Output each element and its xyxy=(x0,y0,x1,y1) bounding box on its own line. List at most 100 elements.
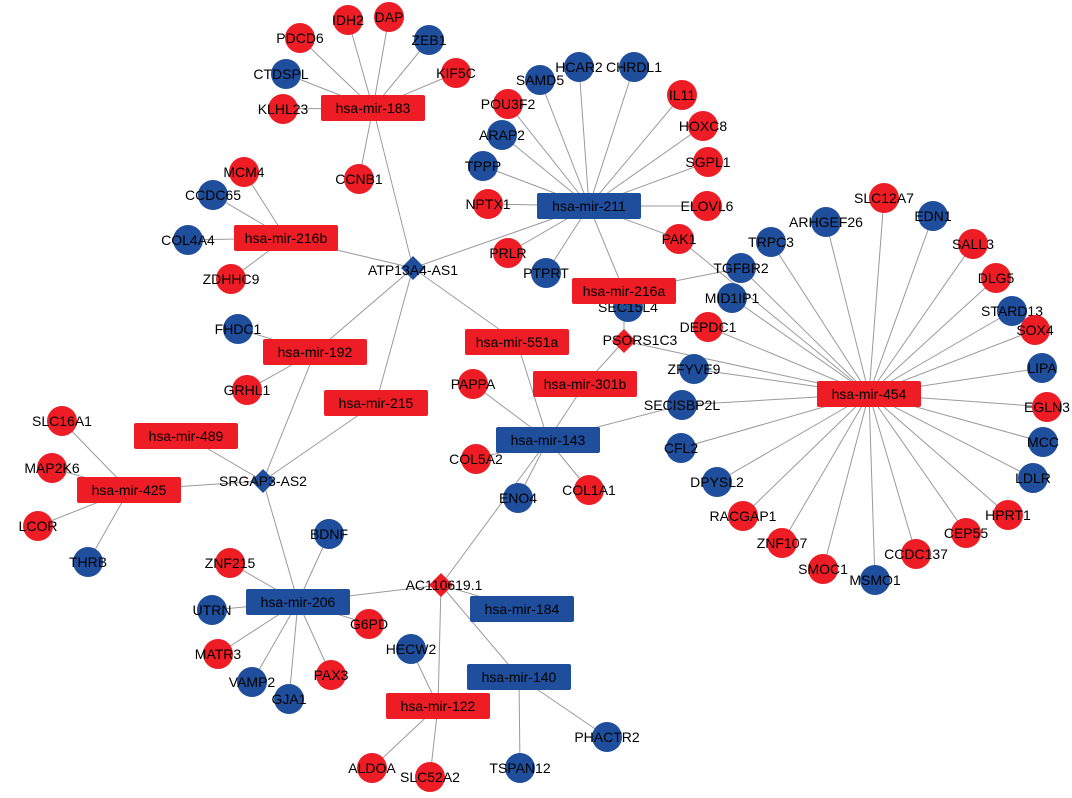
gene-node-elovl6[interactable]: ELOVL6 xyxy=(681,191,734,221)
gene-node-gja1[interactable]: GJA1 xyxy=(271,684,307,714)
mirna-node-hsa-mir-211[interactable]: hsa-mir-211 xyxy=(537,193,641,219)
gene-node-lipa[interactable]: LIPA xyxy=(1027,353,1057,383)
mirna-node-hsa-mir-216a[interactable]: hsa-mir-216a xyxy=(572,278,676,304)
gene-node-secisbp2l[interactable]: SECISBP2L xyxy=(644,390,720,420)
gene-node-slc52a2[interactable]: SLC52A2 xyxy=(400,762,460,792)
gene-node-prlr[interactable]: PRLR xyxy=(489,238,527,268)
gene-node-pak1[interactable]: PAK1 xyxy=(662,224,697,254)
gene-node-hecw2[interactable]: HECW2 xyxy=(386,634,437,664)
gene-node-col5a2[interactable]: COL5A2 xyxy=(449,444,503,474)
gene-node-thrb[interactable]: THRB xyxy=(69,547,107,577)
gene-node-bdnf[interactable]: BDNF xyxy=(310,519,348,549)
gene-node-sox4[interactable]: SOX4 xyxy=(1016,315,1054,345)
gene-node-col4a4[interactable]: COL4A4 xyxy=(161,225,215,255)
gene-node-eno4[interactable]: ENO4 xyxy=(499,483,537,513)
gene-node-chrdl1[interactable]: CHRDL1 xyxy=(606,52,662,82)
gene-node-trpc3[interactable]: TRPC3 xyxy=(748,227,794,257)
gene-node-pax3[interactable]: PAX3 xyxy=(314,660,349,690)
gene-node-slc16a1[interactable]: SLC16A1 xyxy=(32,406,92,436)
gene-node-tgfbr2[interactable]: TGFBR2 xyxy=(713,253,769,283)
gene-node-hoxc8[interactable]: HOXC8 xyxy=(679,111,727,141)
mirna-node-hsa-mir-192[interactable]: hsa-mir-192 xyxy=(263,339,367,365)
gene-node-hprt1[interactable]: HPRT1 xyxy=(985,500,1031,530)
gene-node-matr3[interactable]: MATR3 xyxy=(195,639,242,669)
lncrna-node-ac110619-1[interactable]: AC110619.1 xyxy=(406,573,483,597)
gene-circle xyxy=(525,65,555,95)
gene-node-lcor[interactable]: LCOR xyxy=(19,511,58,541)
gene-node-racgap1[interactable]: RACGAP1 xyxy=(710,501,777,531)
gene-node-mcc[interactable]: MCC xyxy=(1027,427,1059,457)
gene-node-hcar2[interactable]: HCAR2 xyxy=(555,52,603,82)
gene-node-cep55[interactable]: CEP55 xyxy=(944,518,989,548)
gene-node-idh2[interactable]: IDH2 xyxy=(332,5,364,35)
gene-node-utrn[interactable]: UTRN xyxy=(193,595,232,625)
gene-node-col1a1[interactable]: COL1A1 xyxy=(562,475,616,505)
gene-node-zdhhc9[interactable]: ZDHHC9 xyxy=(203,264,260,294)
gene-node-map2k6[interactable]: MAP2K6 xyxy=(24,453,80,483)
gene-node-dlg5[interactable]: DLG5 xyxy=(978,263,1015,293)
gene-node-dpysl2[interactable]: DPYSL2 xyxy=(690,467,744,497)
mirna-node-hsa-mir-215[interactable]: hsa-mir-215 xyxy=(324,390,428,416)
gene-node-pou3f2[interactable]: POU3F2 xyxy=(481,89,536,119)
gene-node-g6pd[interactable]: G6PD xyxy=(350,609,388,639)
gene-node-grhl1[interactable]: GRHL1 xyxy=(224,375,271,405)
lncrna-node-psors1c3[interactable]: PSORS1C3 xyxy=(603,329,678,353)
gene-node-ccnb1[interactable]: CCNB1 xyxy=(335,164,383,194)
gene-node-slc12a7[interactable]: SLC12A7 xyxy=(854,183,914,213)
mirna-node-hsa-mir-140[interactable]: hsa-mir-140 xyxy=(467,664,571,690)
gene-node-sgpl1[interactable]: SGPL1 xyxy=(685,147,731,177)
lncrna-node-srgap3-as2[interactable]: SRGAP3-AS2 xyxy=(219,469,307,493)
mirna-node-hsa-mir-184[interactable]: hsa-mir-184 xyxy=(470,596,574,622)
mirna-node-hsa-mir-425[interactable]: hsa-mir-425 xyxy=(77,477,181,503)
gene-node-ctdspl[interactable]: CTDSPL xyxy=(253,59,309,89)
mirna-node-hsa-mir-206[interactable]: hsa-mir-206 xyxy=(246,589,350,615)
gene-node-znf215[interactable]: ZNF215 xyxy=(205,548,256,578)
gene-node-stard13[interactable]: STARD13 xyxy=(981,296,1043,326)
gene-node-pdcd6[interactable]: PDCD6 xyxy=(276,23,324,53)
gene-node-egln3[interactable]: EGLN3 xyxy=(1024,392,1070,422)
gene-node-ccdc137[interactable]: CCDC137 xyxy=(884,539,948,569)
gene-node-fhdc1[interactable]: FHDC1 xyxy=(215,314,262,344)
mirna-node-hsa-mir-122[interactable]: hsa-mir-122 xyxy=(386,693,490,719)
gene-node-zeb1[interactable]: ZEB1 xyxy=(411,25,447,55)
mirna-node-hsa-mir-454[interactable]: hsa-mir-454 xyxy=(817,381,921,407)
gene-node-msmo1[interactable]: MSMO1 xyxy=(849,565,901,595)
gene-node-tppp[interactable]: TPPP xyxy=(465,151,502,181)
gene-node-il11[interactable]: IL11 xyxy=(667,80,697,110)
gene-node-zfyve9[interactable]: ZFYVE9 xyxy=(668,354,721,384)
gene-node-samd5[interactable]: SAMD5 xyxy=(516,65,564,95)
gene-node-dap[interactable]: DAP xyxy=(374,2,404,32)
lncrna-node-atp13a4-as1[interactable]: ATP13A4-AS1 xyxy=(368,256,458,280)
gene-node-mcm4[interactable]: MCM4 xyxy=(223,157,265,187)
gene-node-smoc1[interactable]: SMOC1 xyxy=(798,554,848,584)
gene-node-arap2[interactable]: ARAP2 xyxy=(479,120,525,150)
gene-node-aldoa[interactable]: ALDOA xyxy=(348,753,396,783)
gene-node-depdc1[interactable]: DEPDC1 xyxy=(680,312,737,342)
gene-node-edn1[interactable]: EDN1 xyxy=(914,201,952,231)
node-label: hsa-mir-215 xyxy=(339,395,414,411)
gene-node-nptx1[interactable]: NPTX1 xyxy=(465,189,511,219)
gene-node-ldlr[interactable]: LDLR xyxy=(1015,463,1051,493)
mirna-node-hsa-mir-183[interactable]: hsa-mir-183 xyxy=(321,95,425,121)
mirna-node-hsa-mir-489[interactable]: hsa-mir-489 xyxy=(134,423,238,449)
gene-node-znf107[interactable]: ZNF107 xyxy=(757,528,808,558)
gene-node-tspan12[interactable]: TSPAN12 xyxy=(489,753,551,783)
gene-node-ccdc65[interactable]: CCDC65 xyxy=(185,180,241,210)
gene-node-ptprt[interactable]: PTPRT xyxy=(523,258,569,288)
gene-node-arhgef26[interactable]: ARHGEF26 xyxy=(789,207,863,237)
mirna-node-hsa-mir-551a[interactable]: hsa-mir-551a xyxy=(465,329,569,355)
mirna-node-hsa-mir-143[interactable]: hsa-mir-143 xyxy=(496,427,600,453)
gene-node-sall3[interactable]: SALL3 xyxy=(952,229,994,259)
gene-node-klhl23[interactable]: KLHL23 xyxy=(258,94,309,124)
gene-node-kif5c[interactable]: KIF5C xyxy=(436,58,476,88)
gene-node-vamp2[interactable]: VAMP2 xyxy=(229,667,276,697)
gene-node-cfl2[interactable]: CFL2 xyxy=(664,433,698,463)
gene-node-mid1ip1[interactable]: MID1IP1 xyxy=(705,283,760,313)
gene-node-phactr2[interactable]: PHACTR2 xyxy=(574,722,640,752)
mirna-node-hsa-mir-216b[interactable]: hsa-mir-216b xyxy=(234,225,338,251)
mirna-node-hsa-mir-301b[interactable]: hsa-mir-301b xyxy=(533,371,637,397)
edge-hsa-mir-215-to-atp13a4-as1 xyxy=(375,267,414,404)
gene-node-pappa[interactable]: PAPPA xyxy=(451,369,496,399)
node-label: hsa-mir-211 xyxy=(552,198,626,214)
